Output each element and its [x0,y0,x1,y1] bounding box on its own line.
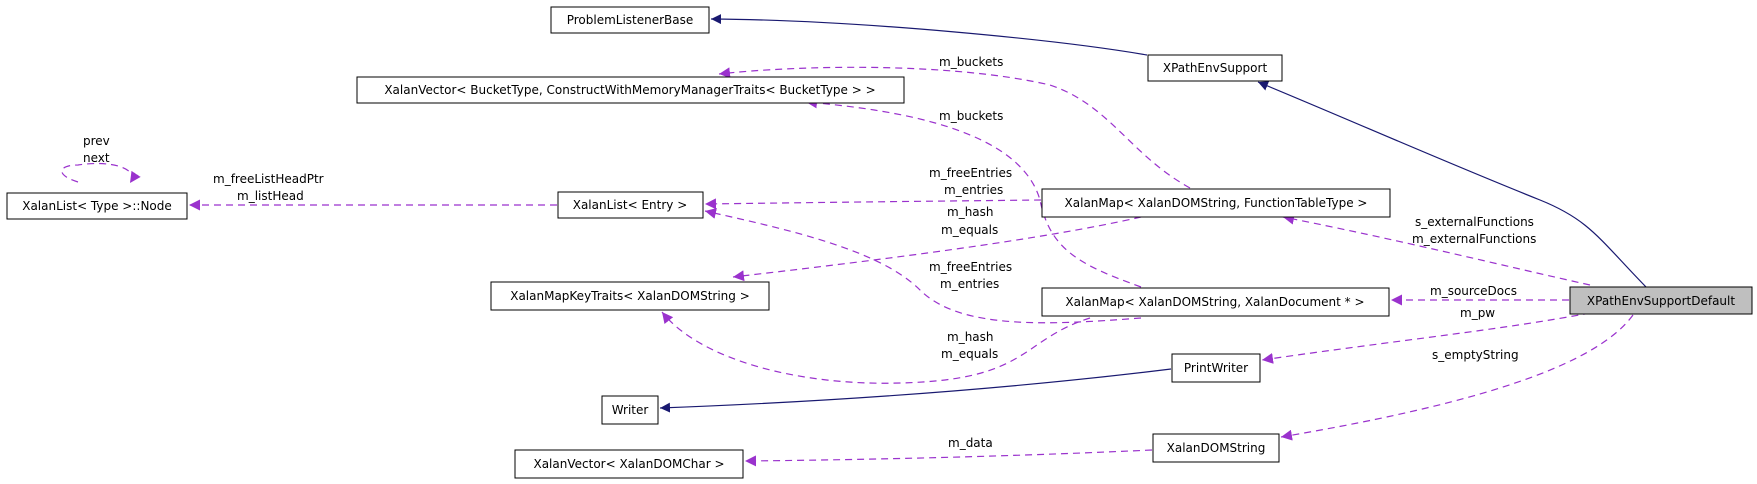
edge-default-printwriter [1261,312,1591,364]
label-freeentries-mid: m_freeEntries [929,260,1012,274]
edge-default-map-functiontable [1282,213,1591,286]
label-data: m_data [948,436,993,450]
node-xpathenvsupport[interactable]: XPathEnvSupport [1147,54,1283,82]
node-printwriter[interactable]: PrintWriter [1171,353,1261,383]
label-prev: prev [83,134,110,148]
node-writer-label: Writer [612,403,649,417]
label-s-externalfunctions: s_externalFunctions [1415,215,1534,229]
label-equals-bottom: m_equals [941,347,998,361]
edge-map-functiontable-keytraits [732,216,1142,282]
edge-xalanlistnode-self [61,162,141,184]
node-xalanmap-document-label: XalanMap< XalanDOMString, XalanDocument … [1065,295,1364,309]
node-xalanlist-node[interactable]: XalanList< Type >::Node [6,192,188,220]
node-problemlistenerbase-label: ProblemListenerBase [567,13,694,27]
label-pw: m_pw [1460,306,1495,320]
node-xalanvector-char-label: XalanVector< XalanDOMChar > [533,457,724,471]
node-xalandomstring[interactable]: XalanDOMString [1152,433,1280,463]
edge-map-document-keytraits [661,311,1091,384]
node-xalanvector-bucket[interactable]: XalanVector< BucketType, ConstructWithMe… [356,76,905,104]
node-xalanvector-bucket-label: XalanVector< BucketType, ConstructWithMe… [384,83,875,97]
node-xpathenvsupport-label: XPathEnvSupport [1163,61,1268,75]
node-xalanmapkeytraits[interactable]: XalanMapKeyTraits< XalanDOMString > [490,281,770,311]
edge-default-xpathenvsupport [1257,81,1648,289]
node-xpathenvsupportdefault-label: XPathEnvSupportDefault [1587,294,1735,308]
label-buckets-mid: m_buckets [939,109,1003,123]
label-equals-top: m_equals [941,223,998,237]
node-xalanmap-functiontable-label: XalanMap< XalanDOMString, FunctionTableT… [1065,196,1368,210]
label-m-externalfunctions: m_externalFunctions [1412,232,1536,246]
edge-default-domstring [1280,314,1634,441]
label-buckets-top: m_buckets [939,55,1003,69]
node-xalanmap-functiontable[interactable]: XalanMap< XalanDOMString, FunctionTableT… [1041,188,1391,218]
node-printwriter-label: PrintWriter [1184,361,1248,375]
edge-printwriter-writer [659,368,1172,413]
node-xalanvector-char[interactable]: XalanVector< XalanDOMChar > [514,449,744,479]
edge-map-document-list [704,208,1142,324]
node-xalanlist-entry[interactable]: XalanList< Entry > [557,191,704,219]
label-next: next [83,151,110,165]
node-writer[interactable]: Writer [601,395,659,425]
label-entries-mid: m_entries [940,277,999,291]
label-listhead: m_listHead [237,189,304,203]
edge-xpathenvsupport-problemlistenerbase [710,14,1148,56]
label-hash-top: m_hash [947,205,994,219]
label-emptystring: s_emptyString [1432,348,1519,362]
label-hash-bottom: m_hash [947,330,994,344]
node-problemlistenerbase[interactable]: ProblemListenerBase [550,6,710,34]
node-xalanlist-entry-label: XalanList< Entry > [573,198,688,212]
node-xalandomstring-label: XalanDOMString [1167,441,1266,455]
edge-map-document-buckets [805,97,1142,288]
edge-map-functiontable-list [704,198,1042,210]
label-sourcedocs: m_sourceDocs [1430,284,1517,298]
node-xalanlist-node-label: XalanList< Type >::Node [22,199,172,213]
node-xalanmapkeytraits-label: XalanMapKeyTraits< XalanDOMString > [510,289,750,303]
label-entries-top: m_entries [944,183,1003,197]
node-xpathenvsupportdefault[interactable]: XPathEnvSupportDefault [1569,286,1753,315]
edge-domstring-vectorchar [744,449,1153,467]
label-freelistheadptr: m_freeListHeadPtr [213,172,324,186]
label-freeentries-top: m_freeEntries [929,166,1012,180]
node-xalanmap-document[interactable]: XalanMap< XalanDOMString, XalanDocument … [1041,287,1390,317]
